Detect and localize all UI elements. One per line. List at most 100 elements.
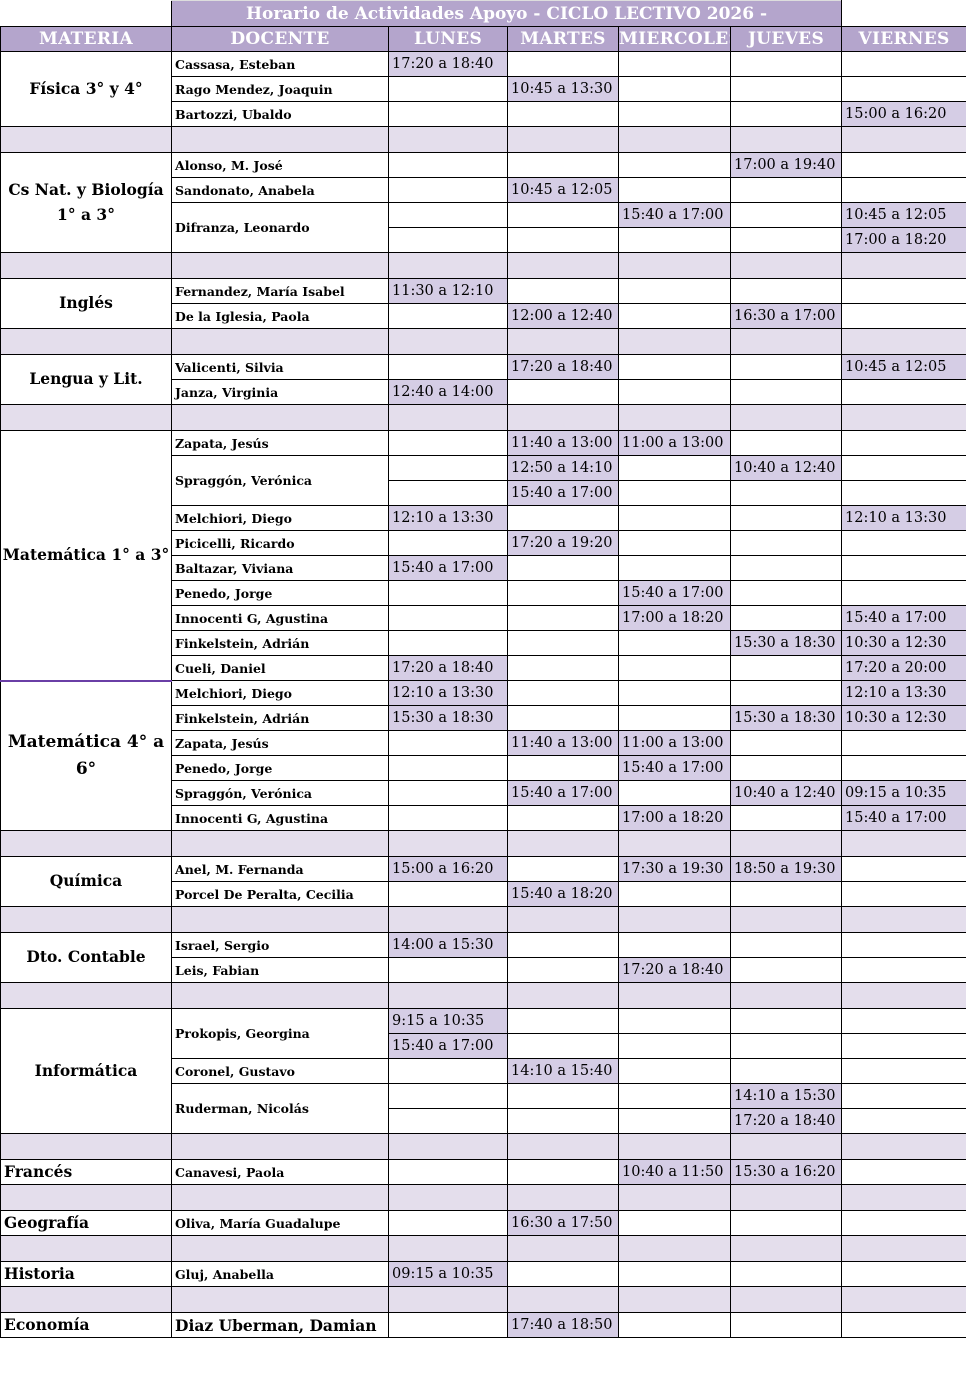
separator-cell <box>841 830 966 857</box>
separator-cell <box>388 252 508 279</box>
separator-cell <box>618 126 731 153</box>
slot-jueves <box>729 1210 843 1237</box>
separator-cell <box>507 404 619 431</box>
slot-viernes <box>841 430 966 456</box>
slot-viernes <box>841 1058 966 1084</box>
separator-cell <box>507 1184 619 1212</box>
docente-cell: Coronel, Gustavo <box>171 1058 389 1084</box>
slot-miercoles <box>618 1008 731 1034</box>
slot-miercoles <box>618 455 731 481</box>
separator-cell <box>507 126 619 153</box>
slot-viernes <box>841 957 966 983</box>
slot-miercoles <box>618 1108 731 1134</box>
schedule-table: Horario de Actividades Apoyo - CICLO LEC… <box>0 0 966 1339</box>
separator-cell <box>729 1184 843 1212</box>
slot-jueves <box>729 932 843 958</box>
separator-cell <box>388 1184 508 1212</box>
slot-martes <box>507 379 619 405</box>
slot-viernes <box>841 480 966 506</box>
docente-cell: Fernandez, María Isabel <box>171 278 389 304</box>
slot-miercoles: 11:00 a 13:00 <box>618 730 731 756</box>
separator-cell <box>729 1235 843 1263</box>
separator-cell <box>0 830 172 857</box>
slot-miercoles: 17:20 a 18:40 <box>618 957 731 983</box>
title-row: Horario de Actividades Apoyo - CICLO LEC… <box>0 0 966 27</box>
separator-cell <box>507 982 619 1009</box>
separator-row <box>0 906 966 933</box>
slot-miercoles <box>618 630 731 656</box>
slot-viernes <box>841 1312 966 1339</box>
slot-lunes: 9:15 a 10:35 <box>388 1008 508 1034</box>
slot-viernes <box>841 530 966 556</box>
materia-cell: Historia <box>0 1261 172 1288</box>
slot-jueves: 15:30 a 16:20 <box>729 1158 843 1186</box>
slot-lunes <box>388 755 508 781</box>
docente-cell: Janza, Virginia <box>171 379 389 405</box>
slot-viernes <box>841 76 966 102</box>
slot-martes: 11:40 a 13:00 <box>507 730 619 756</box>
slot-jueves: 14:10 a 15:30 <box>729 1083 843 1109</box>
separator-cell <box>388 328 508 355</box>
docente-cell: Oliva, María Guadalupe <box>171 1210 389 1237</box>
slot-miercoles <box>618 881 731 907</box>
separator-cell <box>0 126 172 153</box>
docente-cell: Cueli, Daniel <box>171 655 389 681</box>
slot-miercoles: 17:00 a 18:20 <box>618 805 731 831</box>
slot-lunes <box>388 881 508 907</box>
separator-cell <box>507 1235 619 1263</box>
slot-jueves <box>729 1058 843 1084</box>
separator-cell <box>388 906 508 933</box>
separator-cell <box>618 982 731 1009</box>
title-spacer <box>0 0 172 27</box>
slot-lunes: 17:20 a 18:40 <box>388 655 508 681</box>
slot-martes <box>507 202 619 228</box>
slot-martes <box>507 655 619 681</box>
slot-viernes: 12:10 a 13:30 <box>841 505 966 531</box>
separator-cell <box>618 1184 731 1212</box>
separator-row <box>0 830 966 857</box>
slot-jueves <box>729 755 843 781</box>
separator-cell <box>0 1133 172 1160</box>
separator-cell <box>841 1184 966 1212</box>
slot-miercoles <box>618 680 731 706</box>
slot-lunes <box>388 152 508 178</box>
materia-cell: Cs Nat. y Biología 1° a 3° <box>0 152 172 253</box>
slot-viernes <box>841 1033 966 1059</box>
slot-lunes <box>388 202 508 228</box>
slot-martes <box>507 805 619 831</box>
separator-cell <box>0 404 172 431</box>
slot-lunes: 15:40 a 17:00 <box>388 555 508 581</box>
slot-jueves: 15:30 a 18:30 <box>729 630 843 656</box>
slot-viernes: 10:30 a 12:30 <box>841 630 966 656</box>
slot-viernes <box>841 730 966 756</box>
slot-lunes <box>388 1108 508 1134</box>
materia-cell: Lengua y Lit. <box>0 354 172 405</box>
separator-cell <box>171 1184 389 1212</box>
header-lunes: LUNES <box>388 26 508 52</box>
docente-cell: Valicenti, Silvia <box>171 354 389 380</box>
separator-cell <box>618 252 731 279</box>
separator-cell <box>0 906 172 933</box>
docente-cell: Zapata, Jesús <box>171 730 389 756</box>
docente-cell: Innocenti G, Agustina <box>171 605 389 631</box>
slot-jueves <box>729 480 843 506</box>
slot-jueves <box>729 530 843 556</box>
slot-martes <box>507 856 619 882</box>
slot-viernes: 15:40 a 17:00 <box>841 805 966 831</box>
separator-row <box>0 1184 966 1212</box>
separator-cell <box>618 1133 731 1160</box>
slot-lunes <box>388 1312 508 1339</box>
slot-miercoles: 15:40 a 17:00 <box>618 755 731 781</box>
title-spacer <box>841 0 966 27</box>
slot-viernes <box>841 580 966 606</box>
slot-martes <box>507 932 619 958</box>
separator-cell <box>729 830 843 857</box>
separator-cell <box>0 982 172 1009</box>
slot-lunes <box>388 227 508 253</box>
slot-miercoles <box>618 705 731 731</box>
